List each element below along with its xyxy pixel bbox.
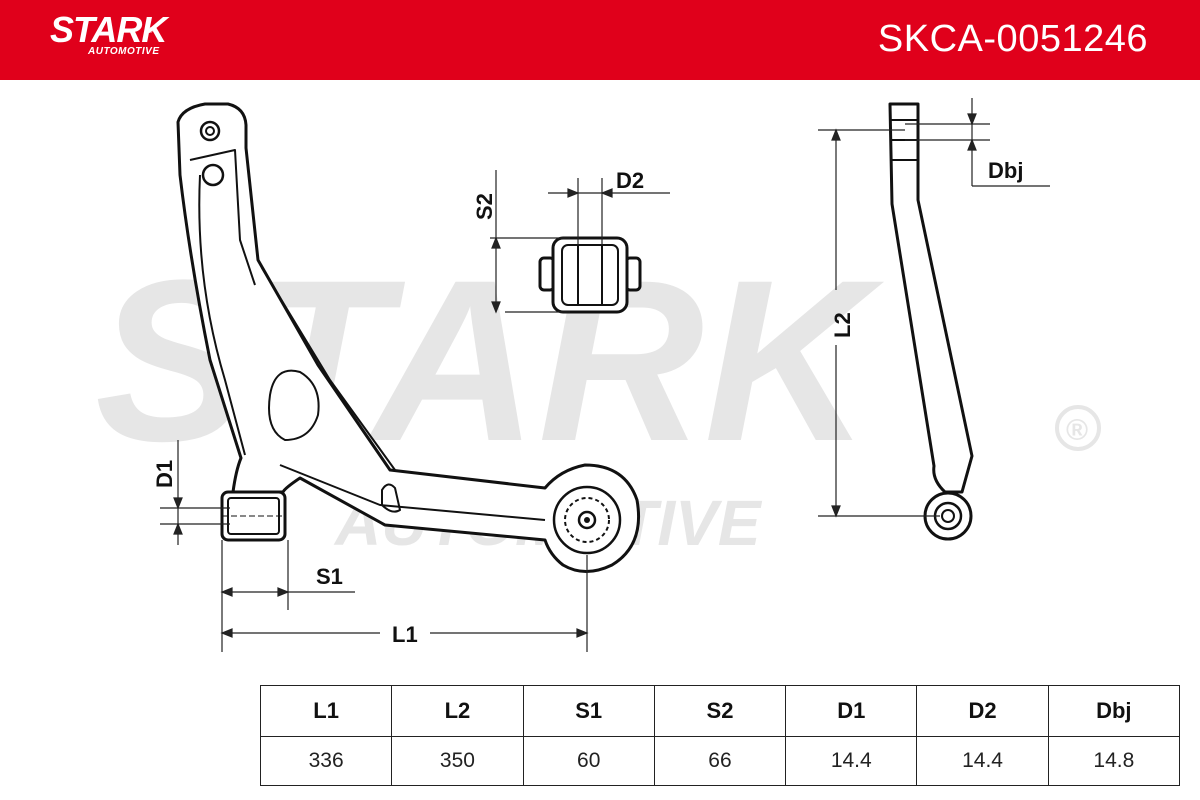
watermark-reg: ® xyxy=(1066,414,1088,447)
specs-header-cell: L1 xyxy=(259,685,393,737)
specs-header-cell: S2 xyxy=(653,685,787,737)
specs-value-cell: 14.4 xyxy=(916,736,1049,786)
specs-value-cell: 66 xyxy=(653,736,787,786)
header-bar: STARK AUTOMOTIVE ® SKCA-0051246 xyxy=(0,0,1200,80)
specs-header-cell: S1 xyxy=(522,685,655,737)
specs-value-cell: 336 xyxy=(259,736,393,786)
specs-value-cell: 14.4 xyxy=(785,736,918,786)
specs-value-cell: 60 xyxy=(522,736,655,786)
registered-mark: ® xyxy=(147,26,153,35)
specs-value-cell: 14.8 xyxy=(1047,736,1181,786)
dimension-lines xyxy=(160,98,1050,652)
specs-value-cell: 350 xyxy=(391,736,524,786)
specs-header-cell: L2 xyxy=(391,685,524,737)
specs-header-cell: D2 xyxy=(916,685,1049,737)
brand-name: STARK xyxy=(50,9,167,50)
label-D1: D1 xyxy=(152,460,177,488)
control-arm-side-view xyxy=(888,102,974,541)
label-S2: S2 xyxy=(472,193,497,220)
control-arm-front-view xyxy=(176,102,641,573)
specs-value-row: 336 350 60 66 14.4 14.4 14.8 xyxy=(259,736,1181,786)
bushing-detail xyxy=(538,236,642,314)
label-Dbj: Dbj xyxy=(988,158,1023,183)
label-S1: S1 xyxy=(316,564,343,589)
specs-table: L1 L2 S1 S2 D1 D2 Dbj 336 350 60 66 14.4… xyxy=(259,685,1181,786)
brand-logo: STARK AUTOMOTIVE xyxy=(50,9,167,58)
part-number: SKCA-0051246 xyxy=(877,18,1148,60)
specs-header-cell: Dbj xyxy=(1047,685,1181,737)
label-D2: D2 xyxy=(616,168,644,193)
specs-header-cell: D1 xyxy=(785,685,918,737)
label-L2: L2 xyxy=(830,312,855,338)
specs-header-row: L1 L2 S1 S2 D1 D2 Dbj xyxy=(259,685,1181,737)
brand-subtitle: AUTOMOTIVE xyxy=(88,46,160,57)
label-L1: L1 xyxy=(392,622,418,647)
technical-drawing: STARK AUTOMOTIVE ® xyxy=(95,98,1101,652)
watermark-reg-circle xyxy=(1055,405,1101,451)
